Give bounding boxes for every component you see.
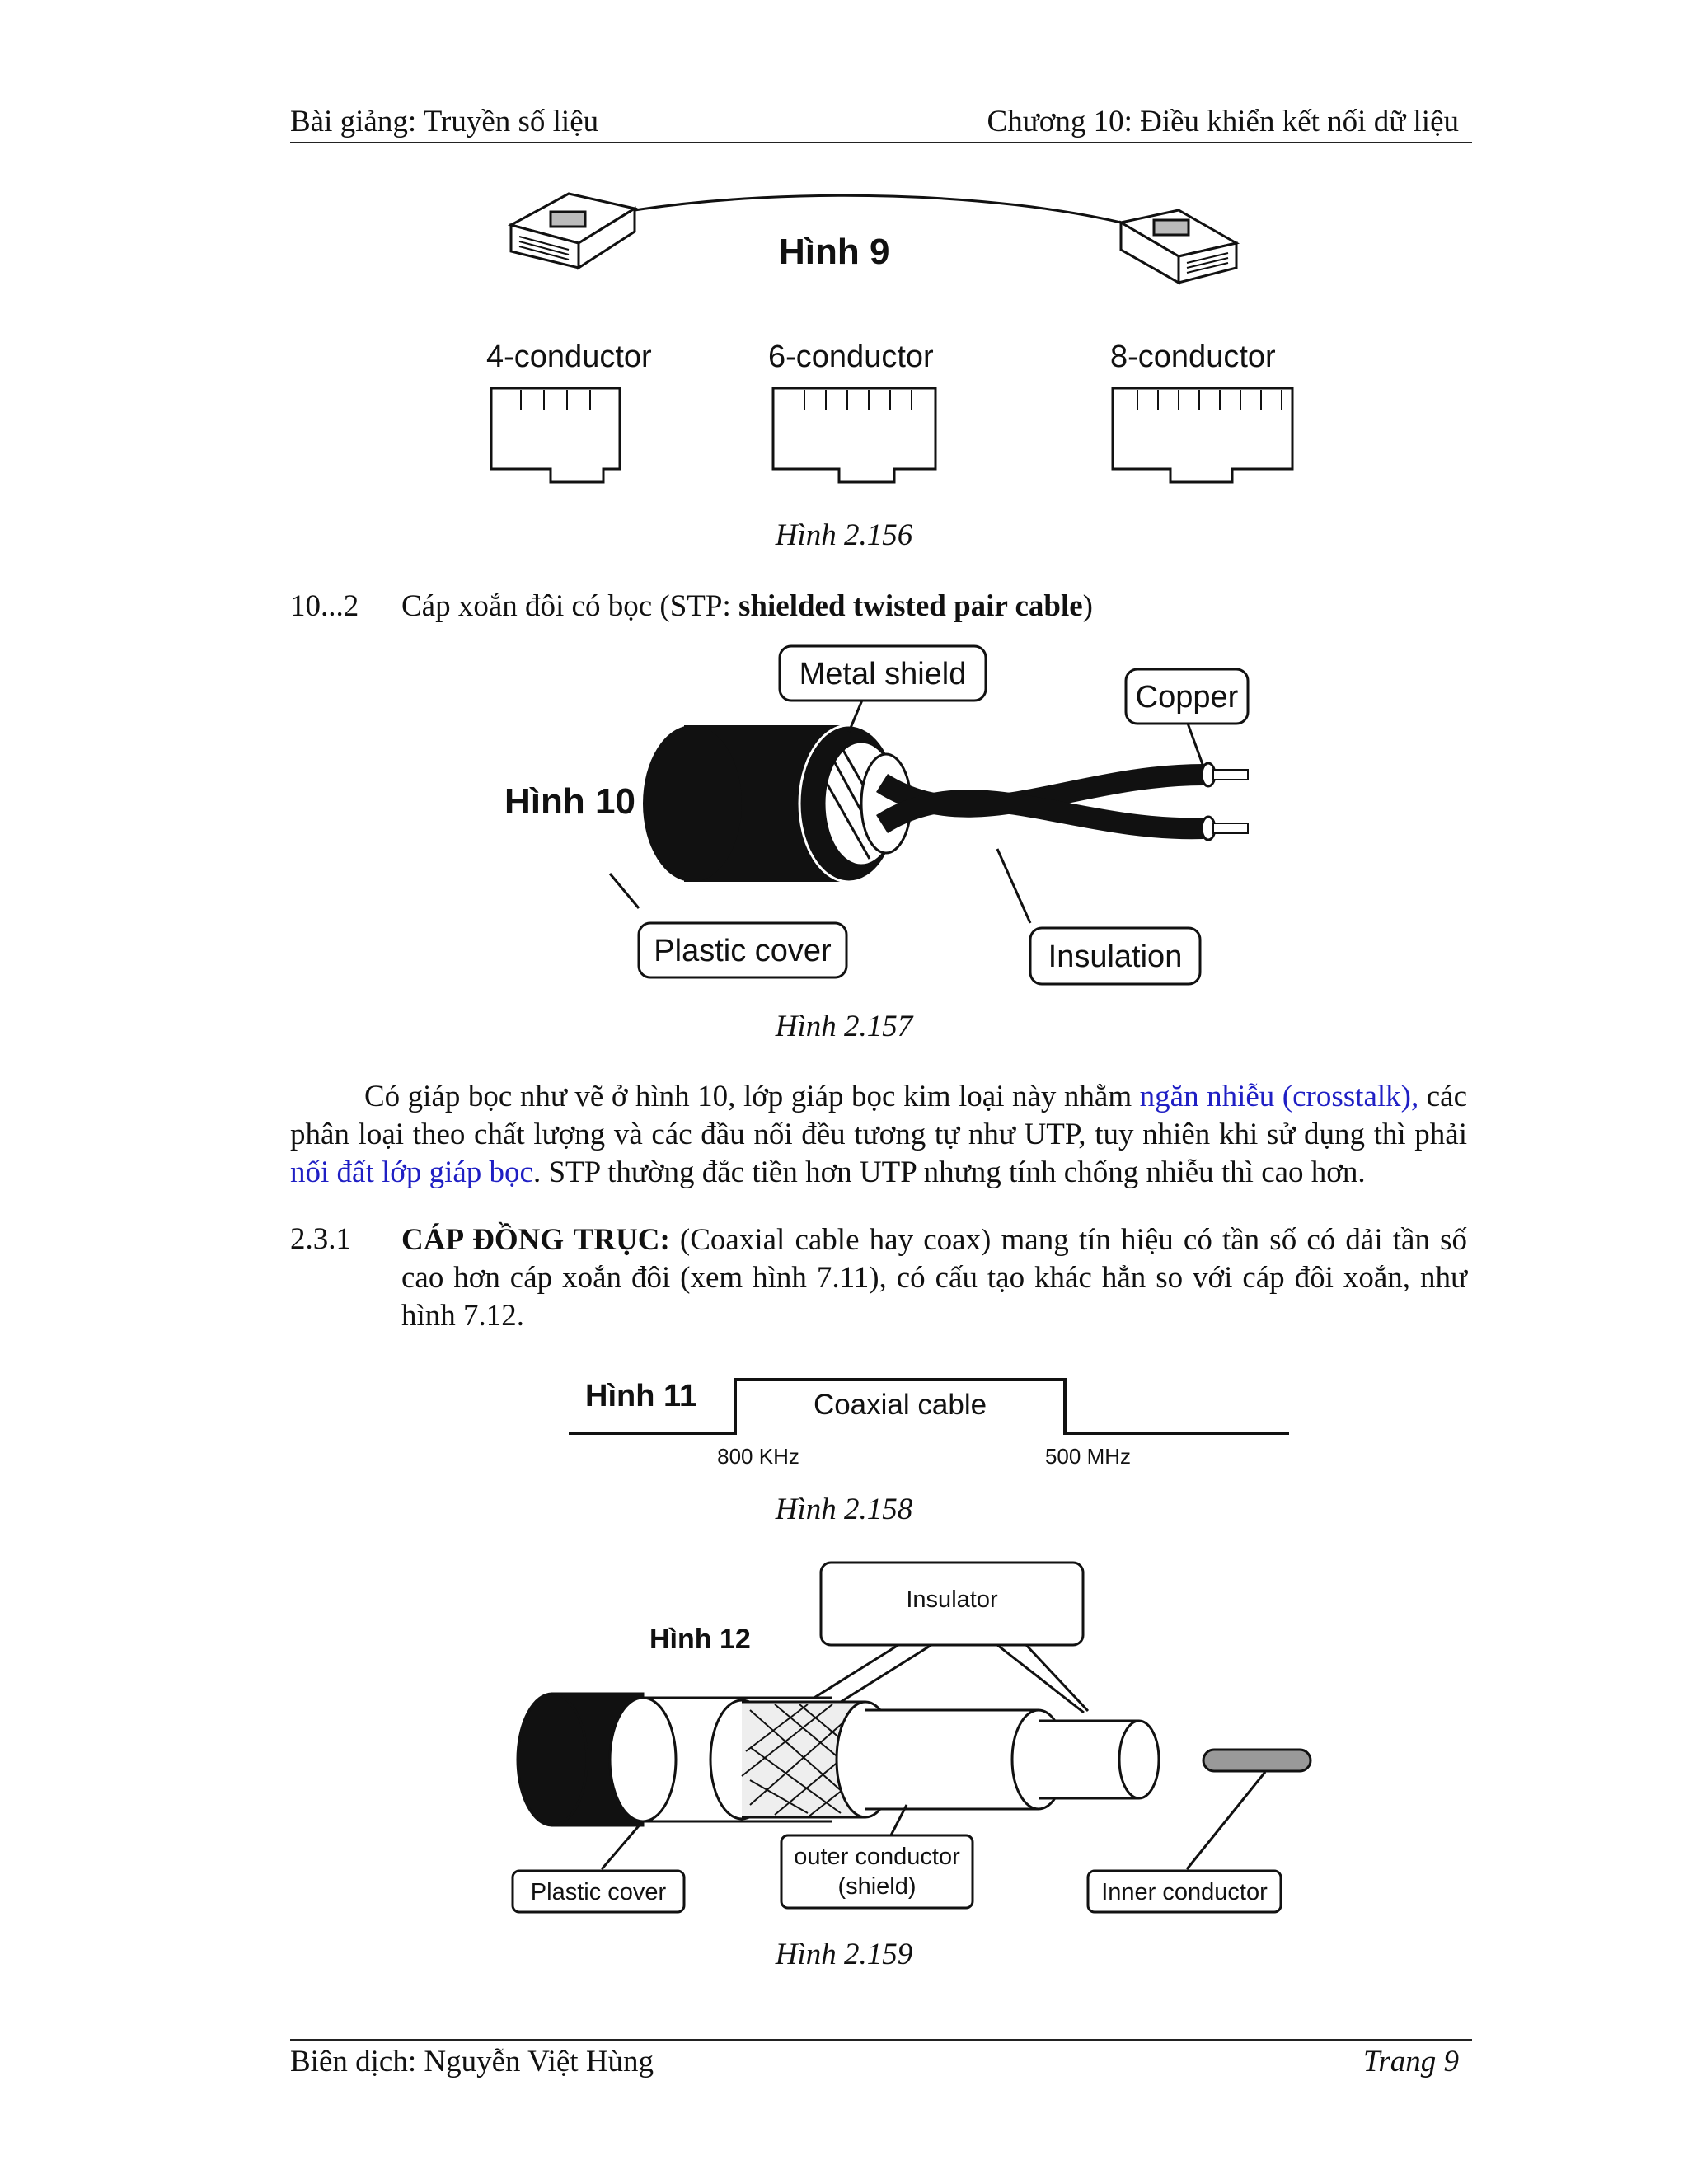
band-low-label: 800 KHz [717,1444,799,1469]
figure-9-title: Hình 9 [779,232,889,272]
section-coax-text: CÁP ĐỒNG TRỤC: (Coaxial cable hay coax) … [401,1223,1467,1333]
band-label: Coaxial cable [814,1389,987,1421]
jack-8-icon [1111,387,1294,484]
label-8-conductor: 8-conductor [1110,340,1276,374]
footer-rule [290,2039,1472,2041]
header-rule [290,142,1472,143]
section-stp-heading: Cáp xoắn đôi có bọc (STP: shielded twist… [401,589,1093,623]
rj-plug-right-icon [1117,209,1240,285]
figure-9: Hình 9 4-conductor 6-conductor 8-conduct… [486,192,1294,484]
svg-text:outer conductor: outer conductor [794,1844,960,1870]
svg-text:Insulator: Insulator [906,1586,998,1613]
figure-11-title: Hình 11 [585,1379,696,1413]
footer-left: Biên dịch: Nguyễn Việt Hùng [290,2045,654,2079]
jack-4-pins [520,390,591,410]
svg-text:Plastic cover: Plastic cover [654,934,832,968]
label-copper: Copper [1124,668,1250,725]
coax-cable-icon [516,1692,1312,1827]
header-left: Bài giảng: Truyền số liệu [290,105,599,138]
insulator-callout: Insulator [803,1561,1090,1714]
svg-text:Insulation: Insulation [1048,940,1183,974]
figure-11-caption: Hình 2.158 [775,1493,913,1526]
stp-cable-icon [643,724,1249,883]
jack-6-icon [771,387,937,484]
svg-text:Plastic cover: Plastic cover [531,1879,667,1905]
footer-page-number: Trang 9 [1362,2045,1459,2079]
label-4-conductor: 4-conductor [486,340,652,374]
frequency-band [569,1378,1289,1435]
rj-plug-left-icon [507,192,638,270]
figure-12-title: Hình 12 [649,1624,751,1655]
figure-10-title: Hình 10 [504,781,635,822]
cable-line [634,194,1122,224]
svg-text:Inner conductor: Inner conductor [1101,1879,1268,1905]
label-plastic-cover: Plastic cover [637,921,848,979]
label-inner-conductor: Inner conductor [1086,1869,1282,1914]
paragraph-stp: Có giáp bọc như vẽ ở hình 10, lớp giáp b… [290,1080,1467,1189]
label-insulation: Insulation [1029,926,1202,986]
label-6-conductor: 6-conductor [768,340,934,374]
jack-8-pins [1137,390,1282,410]
jack-4-icon [490,387,621,484]
header-right: Chương 10: Điều khiển kết nối dữ liệu [987,105,1459,138]
figure-9-caption: Hình 2.156 [775,518,913,552]
figure-12-caption: Hình 2.159 [775,1938,913,1971]
figure-11: Hình 11 Coaxial cable 800 KHz 500 MHz [569,1378,1289,1469]
band-high-label: 500 MHz [1045,1444,1131,1469]
label-metal-shield: Metal shield [778,644,987,702]
svg-text:Copper: Copper [1136,680,1239,715]
highlight-grounding: nối đất lớp giáp bọc [290,1155,533,1189]
figure-12: Hình 12 Insulator Plastic cover [511,1561,1312,1914]
label-plastic-cover-coax: Plastic cover [511,1869,686,1914]
figure-10-caption: Hình 2.157 [775,1010,913,1043]
section-coax-number: 2.3.1 [290,1222,351,1256]
figure-10: Hình 10 Metal shield Copper Plastic cove… [504,644,1250,986]
svg-text:(shield): (shield) [837,1873,916,1900]
svg-text:Metal shield: Metal shield [799,657,967,691]
jack-6-pins [804,390,912,410]
label-outer-conductor: outer conductor (shield) [780,1834,974,1910]
section-stp-number: 10...2 [290,589,359,623]
highlight-crosstalk: ngăn nhiễu (crosstalk), [1139,1080,1419,1113]
